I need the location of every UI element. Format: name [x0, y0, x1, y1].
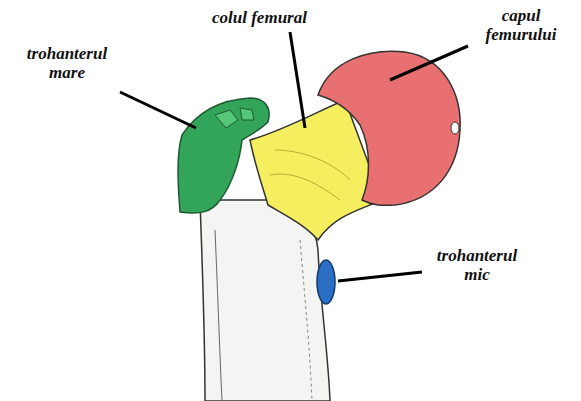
shaft-shading: [300, 240, 312, 401]
part-label: trohanterul mic: [422, 246, 532, 284]
part-label: capul femurului: [466, 6, 576, 44]
leader-line: [120, 92, 196, 128]
part-label: colul femural: [212, 8, 307, 27]
fovea: [451, 122, 459, 134]
shaft-shading: [215, 230, 222, 401]
femoral-head: [318, 51, 460, 205]
leader-line: [390, 46, 468, 80]
leader-line: [290, 32, 305, 128]
neck-shading: [270, 150, 350, 200]
leader-line: [338, 272, 422, 281]
part-label: trohanterul mare: [12, 44, 122, 82]
lesser-trochanter: [317, 260, 335, 304]
greater-trochanter: [178, 98, 269, 213]
trochanter-detail: [215, 108, 254, 128]
